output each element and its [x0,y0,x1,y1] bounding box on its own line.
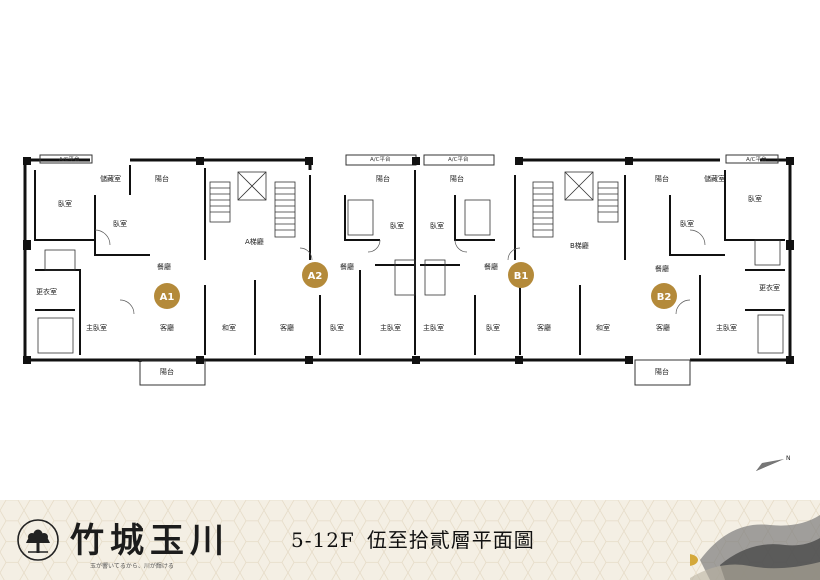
column-blocks [23,157,794,364]
unit-code: B1 [514,271,529,282]
dining-room-label: 餐廳 [157,262,171,271]
master-bedroom-label: 主臥室 [423,323,444,332]
bedroom-label: 臥室 [58,199,72,208]
dining-room-label: 餐廳 [655,264,669,273]
master-bedroom-label: 主臥室 [380,323,401,332]
interior-walls [34,165,785,355]
page-title: 5-12F 伍至拾貳層平面圖 [291,524,547,553]
bathrooms [37,199,784,354]
ac-platform-label: A/C平台 [370,155,391,163]
ac-platforms [39,154,779,166]
unit-badge-b2: B2 [651,283,677,309]
bedroom-label: 臥室 [430,221,444,230]
living-room-label: 客廳 [656,323,670,332]
floor-range: 5-12F [291,528,355,552]
footer-banner: 竹城玉川 玉が響いてるから、川が輝ける 5-12F 伍至拾貳層平面圖 [0,500,820,580]
ink-stone-decoration [690,515,820,580]
living-room-label: 客廳 [280,323,294,332]
master-bedroom-label: 主臥室 [86,323,107,332]
bedroom-label: 臥室 [748,194,762,203]
bedroom-label: 臥室 [486,323,500,332]
unit-code: B2 [657,292,672,303]
hexagon-pattern-background [0,500,820,580]
balconies [139,359,691,386]
tatami-room-label: 和室 [596,323,610,332]
brand-tagline: 玉が響いてるから、川が輝ける [90,563,174,570]
outer-walls [23,158,792,362]
brand-name: 竹城玉川 [70,521,230,561]
tatami-room-label: 和室 [222,323,236,332]
bedroom-label: 臥室 [113,219,127,228]
living-room-label: 客廳 [537,323,551,332]
ac-platform-label: A/C平台 [448,155,469,163]
unit-code: A1 [160,292,175,303]
storage-label: 儲藏室 [704,174,725,183]
unit-badges: A1 A2 B1 B2 [154,262,677,309]
door-swings [94,229,706,315]
balcony-label: 陽台 [655,367,669,376]
bedroom-label: 臥室 [680,219,694,228]
bedroom-label: 臥室 [330,323,344,332]
room-labels: A/C平台 A/C平台 A/C平台 A/C平台 臥室 儲藏室 陽台 臥室 餐廳 … [36,155,780,376]
b-lobby-label: B梯廳 [570,241,589,250]
balcony-label: 陽台 [655,174,669,183]
stairs-and-elevators [209,171,619,238]
dressing-room-label: 更衣室 [759,283,780,292]
balcony-label: 陽台 [450,174,464,183]
unit-badge-a2: A2 [302,262,328,288]
compass-icon: N [756,455,791,471]
dining-room-label: 餐廳 [484,262,498,271]
a-lobby-label: A梯廳 [245,237,264,246]
living-room-label: 客廳 [160,323,174,332]
compass-north-label: N [786,455,791,462]
brand-logo-icon [17,519,59,561]
bedroom-label: 臥室 [390,221,404,230]
ac-platform-label: A/C平台 [746,155,767,163]
storage-label: 儲藏室 [100,174,121,183]
dining-room-label: 餐廳 [340,262,354,271]
dressing-room-label: 更衣室 [36,287,57,296]
balcony-label: 陽台 [376,174,390,183]
master-bedroom-label: 主臥室 [716,323,737,332]
balcony-label: 陽台 [160,367,174,376]
floor-plan-drawing: A/C平台 A/C平台 A/C平台 A/C平台 臥室 儲藏室 陽台 臥室 餐廳 … [23,154,794,471]
plan-title: 伍至拾貳層平面圖 [366,528,535,552]
unit-badge-b1: B1 [508,262,534,288]
balcony-label: 陽台 [155,174,169,183]
unit-code: A2 [308,271,323,282]
unit-badge-a1: A1 [154,283,180,309]
ac-platform-label: A/C平台 [59,155,80,163]
